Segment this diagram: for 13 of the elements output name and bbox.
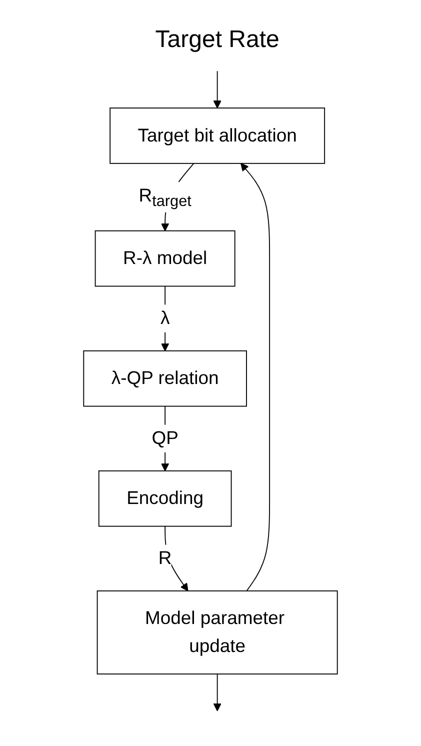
edge-label: R$_{target}$ bbox=[138, 186, 192, 210]
edge-label: QP bbox=[152, 428, 178, 449]
node-box: Model parameter update bbox=[96, 590, 338, 674]
node-box: Encoding bbox=[98, 470, 232, 527]
node-box: R-λ model bbox=[94, 230, 236, 287]
node-text: Target Rate bbox=[155, 24, 280, 53]
arrow bbox=[213, 70, 222, 108]
node-box: Target bit allocation bbox=[110, 108, 326, 164]
arrow bbox=[240, 163, 270, 592]
edge-label: λ bbox=[160, 308, 170, 329]
arrow bbox=[213, 674, 222, 712]
edge-label: R bbox=[158, 548, 172, 569]
node-box: λ-QP relation bbox=[83, 350, 247, 407]
